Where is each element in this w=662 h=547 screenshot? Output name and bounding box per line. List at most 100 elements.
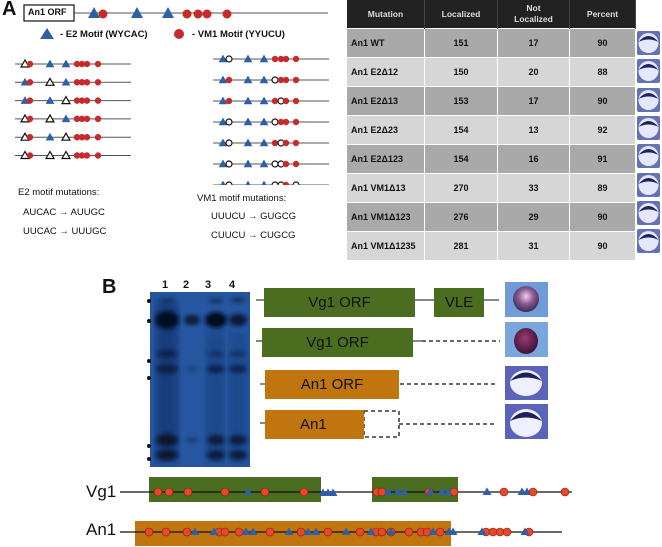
an1-orf-label: An1 ORF bbox=[28, 7, 67, 17]
panel-b-label: B bbox=[102, 276, 117, 298]
vm1-motif-icon bbox=[220, 527, 230, 537]
embryo-thumbnail bbox=[637, 87, 660, 112]
gel-image bbox=[150, 292, 250, 467]
vm1-motif-mutated-icon bbox=[277, 181, 285, 185]
vm1-motif-icon bbox=[225, 97, 233, 105]
vm1-motif-icon bbox=[292, 118, 300, 126]
e2-motif-icon bbox=[366, 527, 376, 535]
cell-not-localized: 31 bbox=[497, 231, 570, 260]
e2-motif-icon bbox=[243, 487, 253, 495]
vm1-motif-icon bbox=[26, 152, 34, 159]
vm1-motif-icon bbox=[164, 487, 174, 497]
e2-motif-icon bbox=[383, 487, 393, 495]
e2-motif-icon bbox=[328, 488, 338, 496]
e2-legend-icon bbox=[40, 28, 54, 39]
construct-an1-orf-label: An1 ORF bbox=[300, 376, 364, 393]
construct-vg1-orf-2: Vg1 ORF bbox=[262, 328, 413, 357]
vm1-mutation-2: CUUCU → CUGCG bbox=[211, 230, 296, 241]
e2-motif-icon bbox=[243, 117, 253, 126]
embryo-thumbnail bbox=[637, 59, 660, 84]
construct-an1-label: An1 bbox=[300, 416, 327, 433]
an1-motif-map bbox=[23, 4, 328, 39]
table-header-row: Mutation Localized Not Localized Percent bbox=[347, 0, 636, 29]
vm1-motif-mutated-icon bbox=[225, 118, 233, 126]
vm1-motif-icon bbox=[26, 60, 34, 68]
e2-motif-icon bbox=[218, 96, 228, 105]
e2-motif-icon bbox=[437, 487, 447, 495]
cell-localized: 153 bbox=[424, 86, 498, 116]
e2-mutation-1: AUCAC → AUUGC bbox=[23, 207, 105, 218]
e2-motif-icon bbox=[245, 180, 251, 185]
vm1-motif-icon bbox=[282, 118, 290, 126]
vm1-motif-icon bbox=[26, 97, 34, 104]
e2-motif-icon bbox=[248, 527, 258, 535]
embryo-thumbnail bbox=[637, 31, 660, 55]
vm1-motif-icon bbox=[355, 527, 365, 537]
vm1-motif-mutated-icon bbox=[271, 160, 279, 168]
vm1-motif-icon bbox=[377, 527, 387, 537]
vm1-motif-icon bbox=[182, 527, 192, 537]
vm1-motif-icon bbox=[282, 139, 290, 147]
e2-motif-icon bbox=[218, 75, 228, 84]
vm1-motif-icon bbox=[282, 55, 290, 63]
vm1-motif-icon bbox=[296, 527, 306, 537]
e2-motif-icon bbox=[45, 132, 55, 141]
track-label-vg1: Vg1 bbox=[86, 482, 117, 501]
embryo-thumbnail bbox=[637, 229, 660, 254]
cell-not-localized: 17 bbox=[497, 86, 570, 116]
e2-motif-icon bbox=[243, 54, 253, 63]
embryo-thumbnail bbox=[637, 144, 660, 169]
cell-percent: 89 bbox=[569, 173, 636, 203]
vm1-motif-icon bbox=[83, 60, 91, 68]
e2-motif-icon bbox=[341, 527, 351, 535]
band-marker-dot bbox=[147, 376, 151, 380]
e2-motif-icon bbox=[261, 180, 267, 185]
e2-motif-icon bbox=[45, 59, 55, 68]
vm1-motif-icon bbox=[202, 9, 212, 19]
vm1-mutations-title: VM1 motif mutations: bbox=[197, 193, 287, 204]
vm1-motif-mutated-icon bbox=[271, 181, 279, 185]
e2-motif-icon bbox=[259, 54, 269, 63]
vm1-motif-mutated-icon bbox=[271, 118, 279, 126]
vm1-motif-icon bbox=[94, 133, 102, 141]
construct-vle-label: VLE bbox=[444, 294, 474, 311]
e2-motif-icon bbox=[162, 7, 174, 18]
cell-mutation: An1 E2Δ13 bbox=[347, 86, 425, 116]
e2-motif-mutated-icon bbox=[60, 131, 72, 141]
e2-motif-icon bbox=[243, 159, 253, 168]
cell-mutation: An1 VM1Δ1235 bbox=[347, 231, 425, 260]
band-marker-dot bbox=[147, 444, 151, 448]
vm1-motif-mutated-icon bbox=[292, 181, 300, 185]
embryo-thumbnail bbox=[637, 200, 660, 225]
e2-motif-mutated-icon bbox=[44, 113, 56, 123]
vm1-motif-icon bbox=[260, 487, 270, 497]
construct-vg1-orf-1: Vg1 ORF bbox=[264, 288, 415, 317]
vm1-motif-icon bbox=[94, 97, 102, 104]
vm1-motif-icon bbox=[144, 527, 154, 537]
vm1-motif-icon bbox=[271, 139, 279, 147]
vm1-motif-icon bbox=[292, 139, 300, 147]
e2-motif-icon bbox=[218, 54, 228, 63]
e2-motif-icon bbox=[218, 117, 228, 126]
vm1-motif-icon bbox=[282, 97, 290, 105]
vm1-motif-icon bbox=[153, 487, 163, 497]
vm1-motif-icon bbox=[435, 527, 445, 537]
vm1-motif-icon bbox=[282, 76, 290, 84]
vm1-motif-icon bbox=[26, 79, 34, 86]
construct-vg1-orf-1-label: Vg1 ORF bbox=[308, 294, 371, 311]
cell-percent: 90 bbox=[569, 86, 636, 116]
construct-an1-orf: An1 ORF bbox=[265, 370, 399, 399]
header-mutation: Mutation bbox=[347, 0, 425, 29]
cell-localized: 151 bbox=[424, 28, 498, 58]
e2-mutations-title: E2 motif mutations: bbox=[18, 187, 100, 198]
vm1-motif-icon bbox=[94, 60, 102, 68]
e2-motif-icon bbox=[190, 527, 200, 535]
cell-localized: 150 bbox=[424, 57, 498, 87]
construct-vle: VLE bbox=[434, 288, 484, 317]
vm1-motif-icon bbox=[98, 9, 108, 19]
vm1-motif-icon bbox=[323, 527, 333, 537]
e2-motif-icon bbox=[259, 96, 269, 105]
